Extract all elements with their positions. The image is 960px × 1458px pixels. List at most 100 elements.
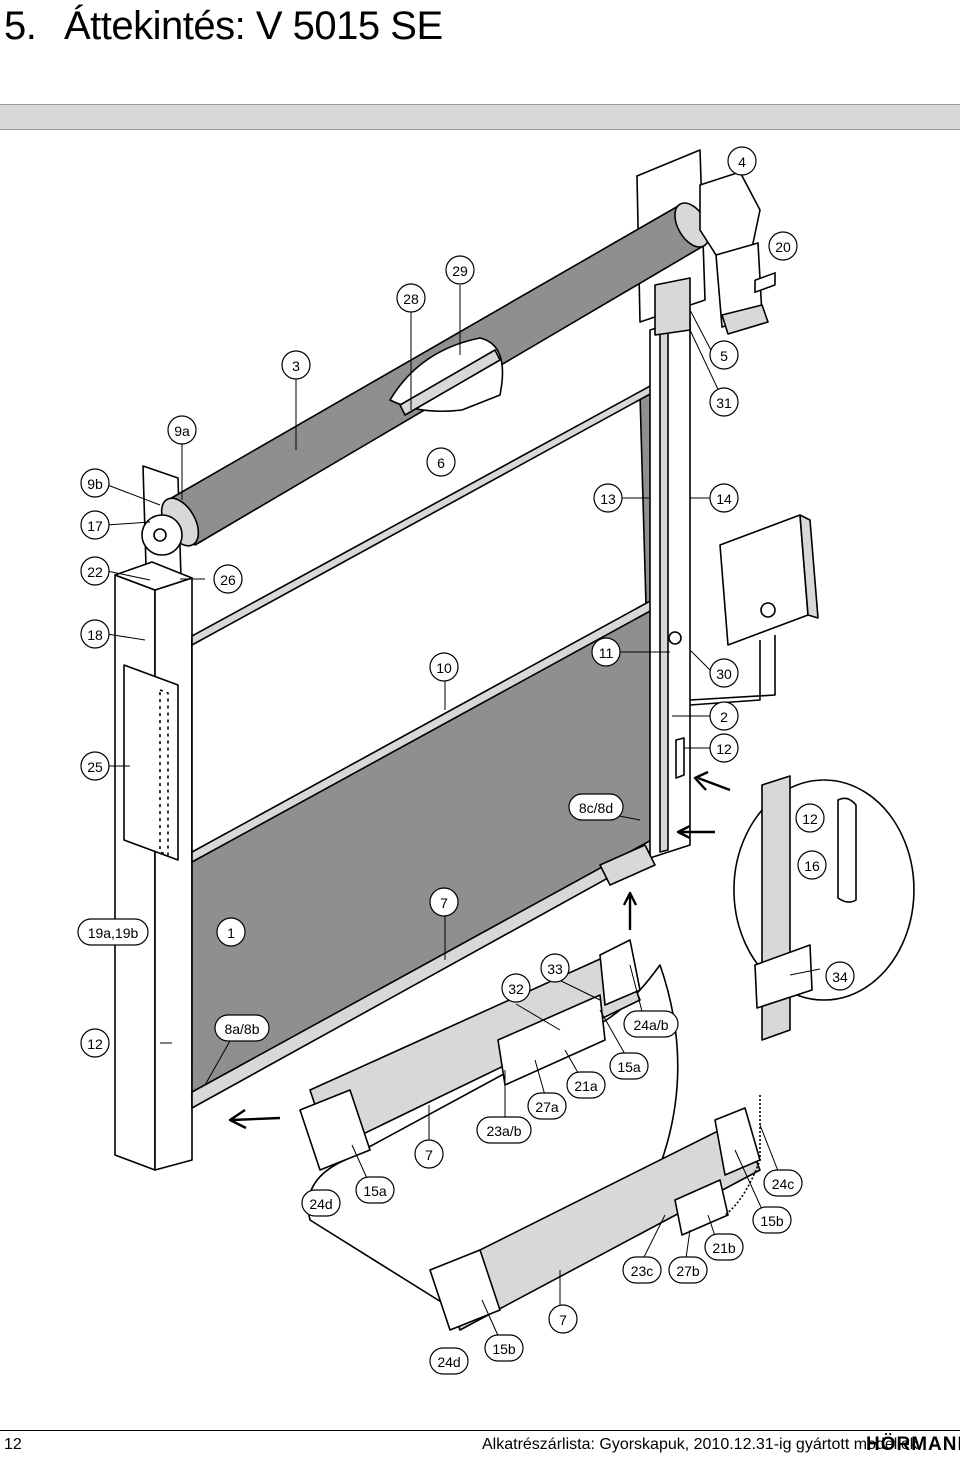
callout-23a-b: 23a/b xyxy=(476,1116,532,1144)
callout-bubble xyxy=(80,1028,110,1058)
callout-bubble xyxy=(752,1206,792,1234)
callout-9b: 9b xyxy=(80,468,110,498)
callout-bubble xyxy=(445,255,475,285)
page-number: 12 xyxy=(4,1436,22,1453)
shaft-cutaway-tube xyxy=(399,349,501,416)
callout-bubble xyxy=(281,350,311,380)
spring-drum-hub xyxy=(153,528,167,542)
callout-bubble xyxy=(709,701,739,731)
callout-label: 16 xyxy=(804,858,820,874)
left-frame-slot xyxy=(123,664,179,861)
upper-safety-edge-module xyxy=(497,994,606,1086)
callout-label: 15a xyxy=(617,1059,641,1075)
bottom-end-cap xyxy=(599,844,656,886)
callout-8a-8b: 8a/8b xyxy=(214,1014,270,1042)
callout-bubble xyxy=(591,637,621,667)
motor-fan-cover xyxy=(721,304,769,335)
callout-bubble xyxy=(77,918,149,946)
callout-label: 12 xyxy=(716,741,732,757)
callout-label: 9a xyxy=(174,423,190,439)
callout-22: 22 xyxy=(80,556,110,586)
callout-bubble xyxy=(167,415,197,445)
callout-29: 29 xyxy=(445,255,475,285)
callout-label: 8a/8b xyxy=(224,1021,259,1037)
callout-5: 5 xyxy=(709,340,739,370)
callout-13: 13 xyxy=(593,483,623,513)
callout-label: 34 xyxy=(832,969,848,985)
callout-4: 4 xyxy=(727,146,757,176)
callout-bubble xyxy=(709,658,739,688)
brand-logo: HÖRMANN xyxy=(866,1434,960,1455)
callout-bubble xyxy=(476,1116,532,1144)
arrow-left-lower xyxy=(228,1109,281,1130)
control-cables xyxy=(689,635,776,706)
arrow-up xyxy=(622,891,638,930)
callout-33: 33 xyxy=(540,953,570,983)
callout-bubble xyxy=(623,1010,679,1038)
arrow-right-upper xyxy=(693,770,731,792)
control-box-side xyxy=(799,514,819,619)
right-frame-inner xyxy=(659,329,669,853)
callout-label: 7 xyxy=(425,1147,433,1163)
callout-bubble xyxy=(727,146,757,176)
callout-label: 27a xyxy=(535,1099,559,1115)
callout-label: 19a,19b xyxy=(88,925,139,941)
callout-bubble xyxy=(429,652,459,682)
callout-bubble xyxy=(396,283,426,313)
callout-bubble xyxy=(80,556,110,586)
callout-label: 25 xyxy=(87,759,103,775)
callout-bubble xyxy=(568,793,624,821)
callout-6: 6 xyxy=(426,447,456,477)
callout-label: 18 xyxy=(87,627,103,643)
callout-bubble xyxy=(548,1304,578,1334)
callout-bubble xyxy=(668,1256,708,1284)
callout-27a: 27a xyxy=(527,1092,567,1120)
callout-bubble xyxy=(704,1233,744,1261)
callout-bubble xyxy=(80,468,110,498)
callout-label: 1 xyxy=(227,925,235,941)
callout-label: 26 xyxy=(220,572,236,588)
callout-label: 6 xyxy=(437,455,445,471)
callout-label: 24a/b xyxy=(633,1017,668,1033)
callout-15b: 15b xyxy=(752,1206,792,1234)
callout-24d: 24d xyxy=(429,1347,469,1375)
left-frame-ladder xyxy=(159,689,169,856)
callout-label: 10 xyxy=(436,660,452,676)
callout-24a-b: 24a/b xyxy=(623,1010,679,1038)
callout-15a: 15a xyxy=(609,1052,649,1080)
upper-end-cap-left xyxy=(299,1089,371,1171)
callout-17: 17 xyxy=(80,510,110,540)
section-number: 5. xyxy=(4,4,37,48)
callout-21b: 21b xyxy=(704,1233,744,1261)
callout-11: 11 xyxy=(591,637,621,667)
callout-26: 26 xyxy=(213,564,243,594)
callout-8c-8d: 8c/8d xyxy=(568,793,624,821)
callout-bubble xyxy=(484,1334,524,1362)
callout-bubble xyxy=(540,953,570,983)
callout-bubble xyxy=(355,1176,395,1204)
callout-bubble xyxy=(825,961,855,991)
callout-bubble xyxy=(768,231,798,261)
callout-7: 7 xyxy=(414,1139,444,1169)
right-side-frame xyxy=(649,317,691,859)
upper-end-cap-right xyxy=(599,939,641,1006)
callout-label: 15b xyxy=(492,1341,516,1357)
left-side-frame-face xyxy=(154,577,193,1171)
callout-label: 31 xyxy=(716,395,732,411)
callout-label: 7 xyxy=(440,895,448,911)
callout-bubble xyxy=(609,1052,649,1080)
callout-16: 16 xyxy=(797,850,827,880)
callout-23c: 23c xyxy=(622,1256,662,1284)
cable-shield xyxy=(654,277,691,336)
callout-label: 13 xyxy=(600,491,616,507)
callout-label: 30 xyxy=(716,666,732,682)
callout-label: 24d xyxy=(309,1196,332,1212)
callout-label: 27b xyxy=(676,1263,700,1279)
callout-bubble xyxy=(429,1347,469,1375)
callout-label: 23c xyxy=(631,1263,654,1279)
callout-20: 20 xyxy=(768,231,798,261)
callout-bubble xyxy=(527,1092,567,1120)
callout-15b: 15b xyxy=(484,1334,524,1362)
